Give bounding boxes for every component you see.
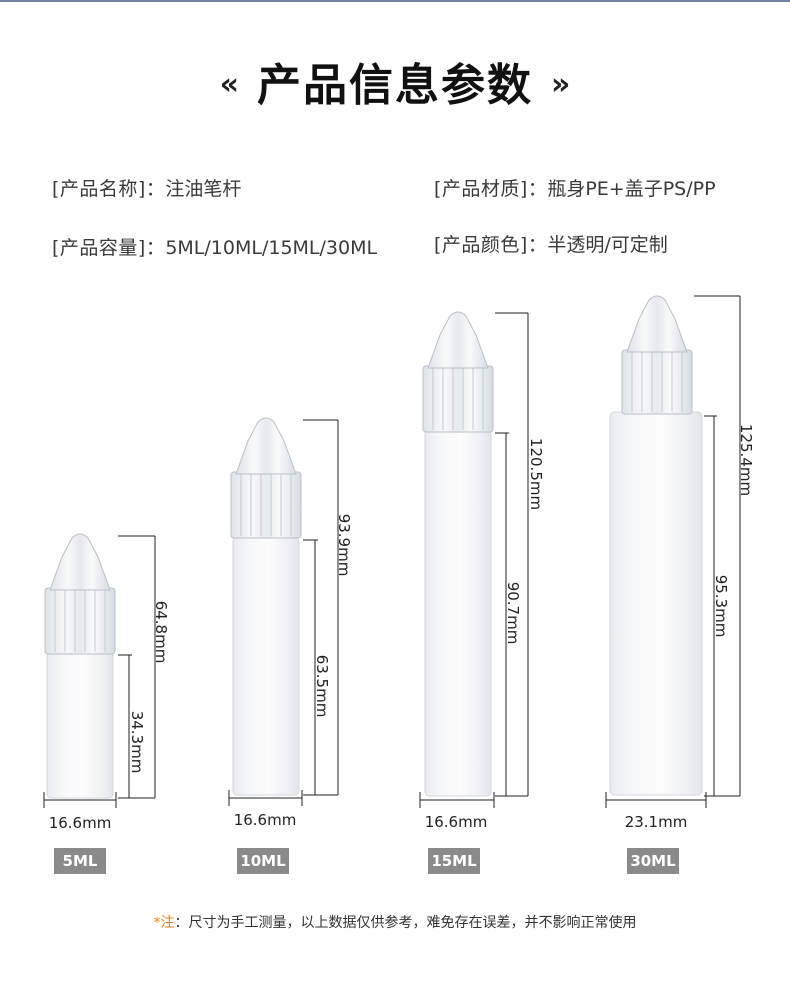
bottle-15ml [419,311,529,808]
info-capacity-value: 5ML/10ML/15ML/30ML [165,237,378,259]
bottle-15ml-body [424,429,492,797]
dim-15ml-width: 16.6mm [425,813,488,831]
info-material: [产品材质]：瓶身PE+盖子PS/PP [434,174,716,201]
bottle-30ml-tip [626,295,688,353]
bottle-30ml [605,295,741,808]
dim-30ml-total: 125.4mm [737,424,755,496]
bottle-15ml-tip [427,311,489,369]
title-quote-right: » [551,66,571,102]
dim-10ml-total: 93.9mm [335,514,353,577]
disclaimer-note: *注：尺寸为手工测量，以上数据仅供参考，难免存在误差，并不影响正常使用 [0,912,790,932]
dim-30ml-width: 23.1mm [625,813,688,831]
info-capacity: [产品容量]：5ML/10ML/15ML/30ML [52,233,377,260]
dim-5ml-body: 34.3mm [128,711,146,774]
note-text: ：尺寸为手工测量，以上数据仅供参考，难免存在误差，并不影响正常使用 [174,915,637,931]
info-product-name: [产品名称]：注油笔杆 [52,174,241,201]
bottle-diagram: 64.8mm 34.3mm 16.6mm 93.9mm 63.5mm 16.6m… [43,295,755,832]
tag-5ml: 5ML [54,848,106,874]
info-color-value: 半透明/可定制 [547,234,668,256]
bottle-10ml-body [232,536,300,796]
info-material-value: 瓶身PE+盖子PS/PP [547,178,716,200]
info-color: [产品颜色]：半透明/可定制 [434,230,668,257]
note-star: *注 [153,915,175,931]
page-title: 产品信息参数 [257,60,533,111]
info-color-label: [产品颜色]： [434,234,548,256]
bottle-10ml-tip [235,417,297,475]
info-product-name-label: [产品名称]： [52,178,166,200]
dim-10ml-body: 63.5mm [313,655,331,718]
info-product-name-value: 注油笔杆 [165,178,242,200]
dim-15ml-total: 120.5mm [527,438,545,510]
bottle-5ml-tip [49,533,111,591]
bottle-5ml [43,533,156,808]
title-row: « 产品信息参数 » [0,46,790,116]
tag-10ml: 10ML [237,848,289,874]
info-material-label: [产品材质]： [434,178,548,200]
tag-15ml: 15ML [428,848,480,874]
info-capacity-label: [产品容量]： [52,237,166,259]
dim-5ml-width: 16.6mm [49,814,112,832]
dim-10ml-width: 16.6mm [234,811,297,829]
dim-15ml-body: 90.7mm [504,582,522,645]
dim-5ml-total: 64.8mm [152,601,170,664]
dim-30ml-body: 95.3mm [712,575,730,638]
bottle-30ml-body [609,411,703,796]
bottle-10ml [228,417,339,806]
top-rule [0,0,790,2]
tag-30ml: 30ML [627,848,679,874]
bottle-5ml-body [46,651,114,799]
title-quote-left: « [219,66,239,102]
